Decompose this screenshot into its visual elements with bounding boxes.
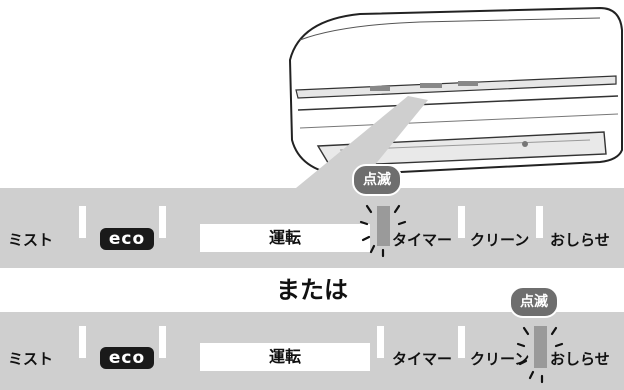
top-blink-badge: 点滅 (352, 164, 402, 196)
top-panel-separator (79, 206, 86, 238)
bottom-timer-label: タイマー (392, 350, 453, 368)
blink-rays-icon (359, 204, 407, 258)
top-timer-label: タイマー (392, 231, 453, 249)
bottom-panel-separator (79, 326, 86, 358)
bottom-notice-label: おしらせ (550, 350, 610, 368)
bottom-blink-badge: 点滅 (509, 286, 559, 318)
top-timer-indicator-bar (377, 206, 390, 246)
bottom-clean-label: クリーン (470, 350, 530, 368)
bottom-operation-indicator: 運転 (200, 343, 370, 371)
top-operation-indicator: 運転 (200, 224, 370, 252)
top-eco-label: eco (100, 228, 154, 250)
top-clean-label: クリーン (470, 231, 530, 249)
callout-wedge (296, 96, 428, 188)
bottom-mist-label: ミスト (8, 350, 54, 368)
blink-rays-icon (516, 326, 564, 384)
top-mist-label: ミスト (8, 231, 54, 249)
top-notice-label: おしらせ (550, 231, 610, 249)
top-panel-separator (536, 206, 543, 238)
bottom-panel-separator (377, 326, 384, 358)
bottom-panel-separator (159, 326, 166, 358)
ac-indicator-2 (420, 83, 442, 88)
top-panel-separator (458, 206, 465, 238)
ac-lower-panel (297, 95, 619, 111)
ac-louver (316, 131, 607, 167)
bottom-eco-label: eco (100, 347, 154, 369)
ac-unit-top-edge (299, 17, 601, 41)
bottom-panel-separator (458, 326, 465, 358)
or-text: または (276, 276, 348, 304)
ac-indicator-3 (458, 81, 478, 86)
ac-control-strip (295, 75, 617, 99)
ac-indicator-1 (370, 86, 390, 91)
bottom-notice-indicator-bar (534, 326, 547, 368)
top-panel-separator (159, 206, 166, 238)
